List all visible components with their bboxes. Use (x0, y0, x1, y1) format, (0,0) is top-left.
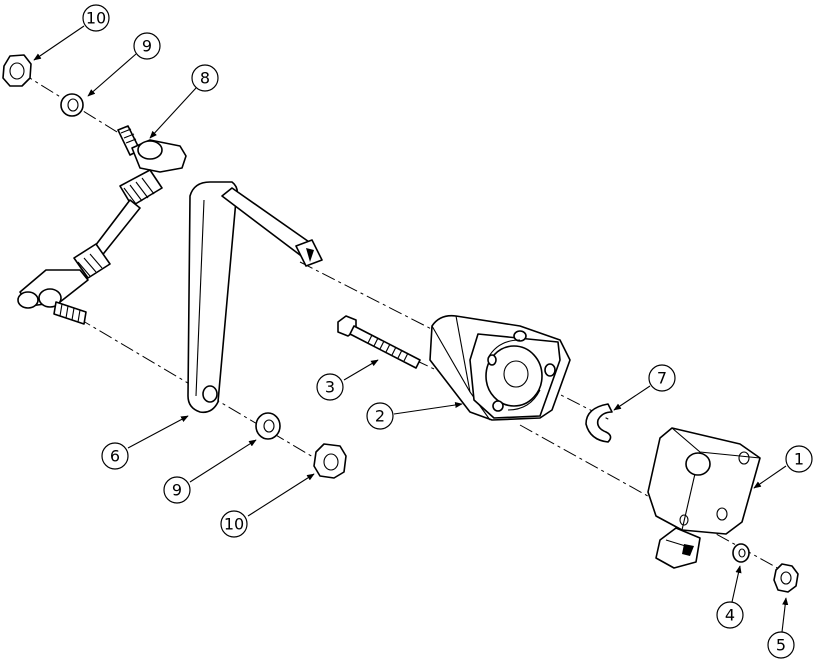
hex-nut-small (773, 563, 799, 593)
lever-arm (187, 181, 323, 414)
hex-nut-lower (313, 443, 347, 479)
callout-9-lower (163, 476, 191, 504)
bolt (337, 315, 421, 369)
callout-2 (366, 402, 394, 430)
hex-nut-top (2, 54, 32, 87)
washer-top (60, 93, 84, 117)
e-clip (585, 403, 613, 443)
callout-label: 9 (172, 481, 182, 500)
callout-label: 9 (142, 37, 152, 56)
washer-small (732, 543, 750, 563)
callout-8 (191, 64, 219, 92)
callout-label: 2 (375, 407, 385, 426)
callout-label: 3 (325, 378, 335, 397)
callout-1 (785, 445, 813, 473)
callout-label: 7 (657, 369, 667, 388)
callout-10-lower (220, 510, 248, 538)
callout-5 (767, 631, 795, 659)
callout-9-top (133, 32, 161, 60)
callout-label: 5 (776, 636, 786, 655)
callout-3 (316, 373, 344, 401)
callout-label: 4 (725, 606, 735, 625)
callout-label: 1 (794, 450, 804, 469)
sensor-block (647, 427, 761, 569)
callout-4 (716, 601, 744, 629)
callouts: 10 9 8 6 9 10 3 2 7 (33, 4, 813, 659)
callout-label: 8 (200, 69, 210, 88)
callout-label: 10 (224, 515, 244, 534)
callout-label: 10 (86, 9, 106, 28)
mounting-bracket (429, 314, 571, 421)
callout-7 (648, 364, 676, 392)
callout-10-top (82, 4, 110, 32)
washer-lower (255, 412, 281, 440)
callout-label: 6 (110, 447, 120, 466)
linkage-rod-assembly (17, 125, 187, 325)
callout-6 (101, 442, 129, 470)
